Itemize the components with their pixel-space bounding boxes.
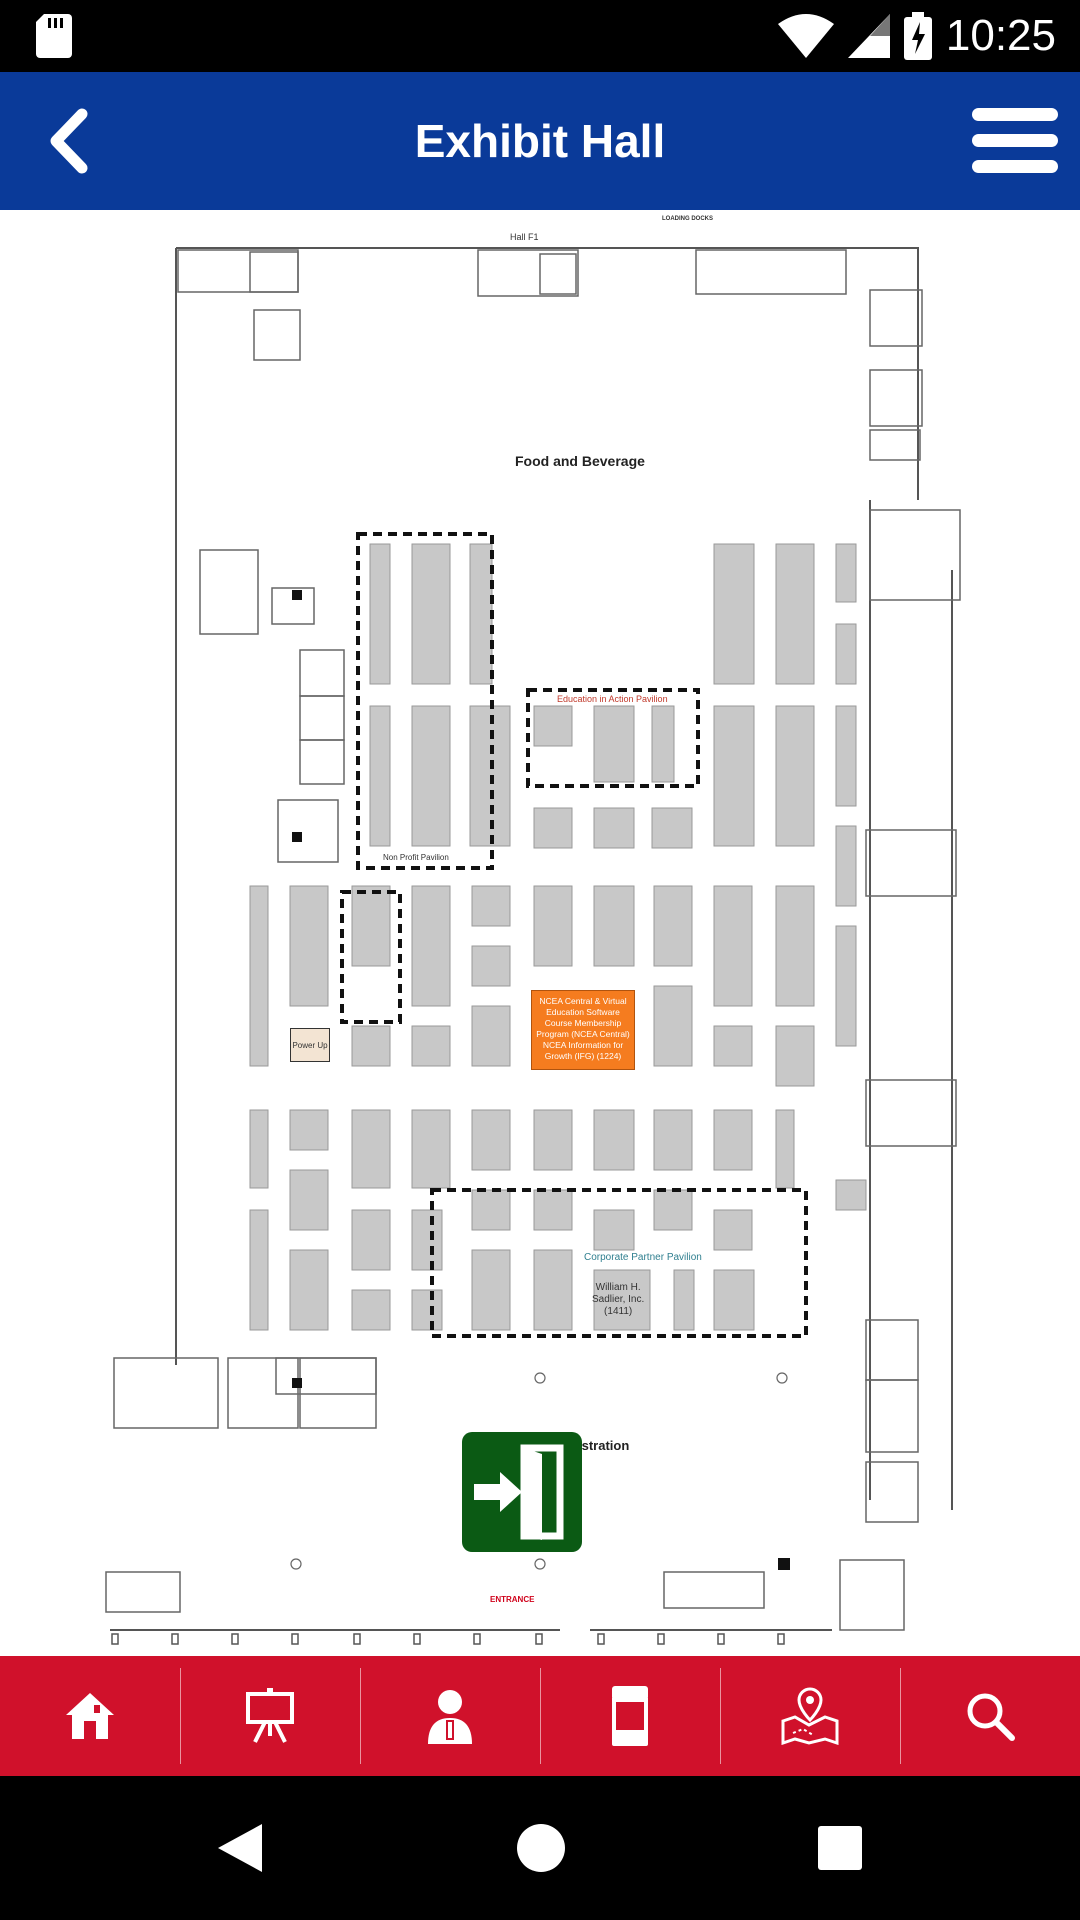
home-icon: [66, 1693, 114, 1739]
corporate-pavilion-label[interactable]: Corporate Partner Pavilion: [584, 1252, 702, 1263]
entrance-label: ENTRANCE: [490, 1595, 535, 1604]
sadlier-booth-label[interactable]: William H.Sadlier, Inc.(1411): [592, 1282, 645, 1317]
ncea-central-booth[interactable]: NCEA Central & Virtual Education Softwar…: [531, 990, 635, 1070]
loading-dock-label: LOADING DOCKS: [662, 216, 713, 222]
hamburger-menu-icon[interactable]: [972, 108, 1058, 174]
nav-speakers[interactable]: [360, 1656, 540, 1776]
booth-icon: [612, 1686, 648, 1746]
clock: 10:25: [945, 11, 1056, 60]
exit-door-icon[interactable]: [462, 1432, 582, 1552]
page-title: Exhibit Hall: [414, 115, 666, 167]
nav-presentations[interactable]: [180, 1656, 360, 1776]
search-icon: [967, 1693, 1015, 1741]
food-beverage-label: Food and Beverage: [515, 453, 645, 469]
cellular-signal-icon: [847, 14, 890, 58]
recents-square-icon[interactable]: [816, 1822, 864, 1874]
system-nav-bar: [0, 1776, 1080, 1920]
bottom-nav-bar: [0, 1656, 1080, 1776]
power-up-booth[interactable]: Power Up: [290, 1028, 330, 1062]
nav-home[interactable]: [0, 1656, 180, 1776]
education-pavilion-label[interactable]: Education in Action Pavilion: [557, 694, 668, 704]
nav-exhibitors[interactable]: [540, 1656, 720, 1776]
sd-card-icon: [36, 14, 72, 58]
wifi-icon: [777, 14, 834, 58]
chevron-left-icon[interactable]: [44, 108, 94, 174]
nav-search[interactable]: [900, 1656, 1080, 1776]
easel-icon: [246, 1688, 294, 1743]
nonprofit-pavilion-label[interactable]: Non Profit Pavilion: [383, 853, 449, 862]
hall-label: Hall F1: [510, 232, 539, 242]
app-header: Exhibit Hall: [0, 72, 1080, 210]
floor-plan: [105, 247, 961, 1645]
nav-maps[interactable]: [720, 1656, 900, 1776]
registration-label: istration: [578, 1438, 630, 1453]
back-triangle-icon[interactable]: [216, 1822, 264, 1874]
battery-charging-icon: [903, 12, 932, 60]
map-pin-icon: [781, 1687, 839, 1745]
home-circle-icon[interactable]: [516, 1822, 566, 1874]
exhibit-hall-map[interactable]: LOADING DOCKS Hall F1 Food and Beverage …: [0, 210, 1080, 1656]
status-bar: 10:25: [0, 0, 1080, 72]
speaker-icon: [428, 1690, 472, 1744]
